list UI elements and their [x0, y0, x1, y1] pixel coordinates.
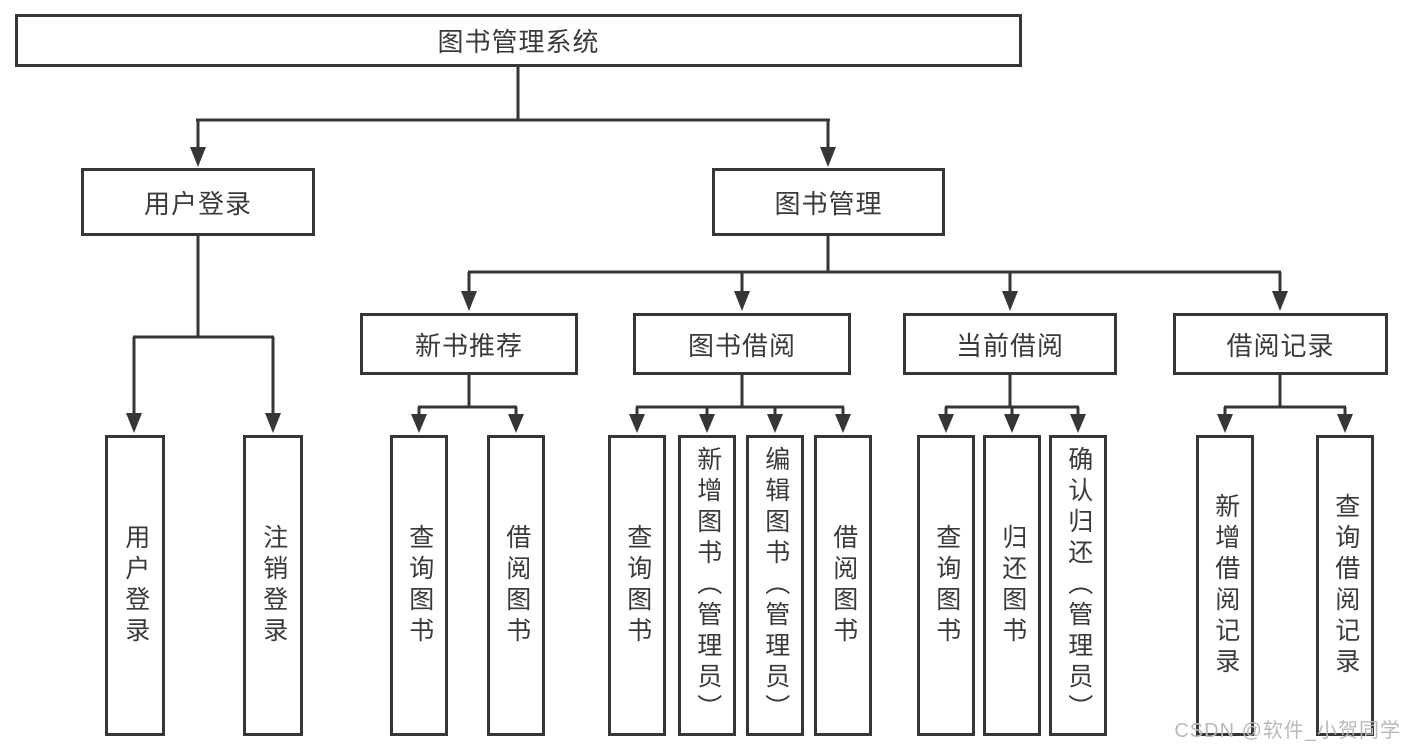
leaf-query-borrow-record: 查询借阅记录 — [1316, 435, 1374, 736]
leaf-borrow-books: 借阅图书 — [814, 435, 872, 736]
csdn-watermark: CSDN @软件_小贺同学 — [1174, 720, 1401, 742]
connector-borrow-to-leaves — [629, 375, 851, 433]
connector-login-to-leaves — [126, 236, 281, 433]
leaf-user-login: 用户登录 — [105, 435, 165, 736]
leaf-borrow-books-recommend: 借阅图书 — [487, 435, 545, 736]
node-book-borrow: 图书借阅 — [633, 313, 851, 375]
leaf-edit-books-admin: 编辑图书（管理员） — [746, 435, 804, 736]
leaf-query-books-current: 查询图书 — [917, 435, 975, 736]
node-borrow-records: 借阅记录 — [1173, 313, 1388, 375]
connector-recommend-to-leaves — [411, 375, 524, 433]
leaf-return-books: 归还图书 — [983, 435, 1041, 736]
leaf-add-books-admin: 新增图书（管理员） — [678, 435, 736, 736]
node-new-book-recommend: 新书推荐 — [360, 313, 578, 375]
connector-records-to-leaves — [1217, 375, 1353, 433]
node-root-system: 图书管理系统 — [15, 14, 1022, 67]
node-book-management: 图书管理 — [712, 168, 945, 236]
node-user-login: 用户登录 — [81, 168, 315, 236]
connector-root-to-level2 — [190, 67, 836, 167]
connector-mgmt-to-level3 — [461, 236, 1288, 311]
leaf-logout: 注销登录 — [243, 435, 303, 736]
leaf-confirm-return-admin: 确认归还（管理员） — [1049, 435, 1107, 736]
leaf-query-books-borrow: 查询图书 — [608, 435, 666, 736]
leaf-add-borrow-record: 新增借阅记录 — [1196, 435, 1254, 736]
node-current-borrow: 当前借阅 — [903, 313, 1117, 375]
leaf-query-books-recommend: 查询图书 — [390, 435, 448, 736]
connector-current-to-leaves — [938, 375, 1086, 433]
